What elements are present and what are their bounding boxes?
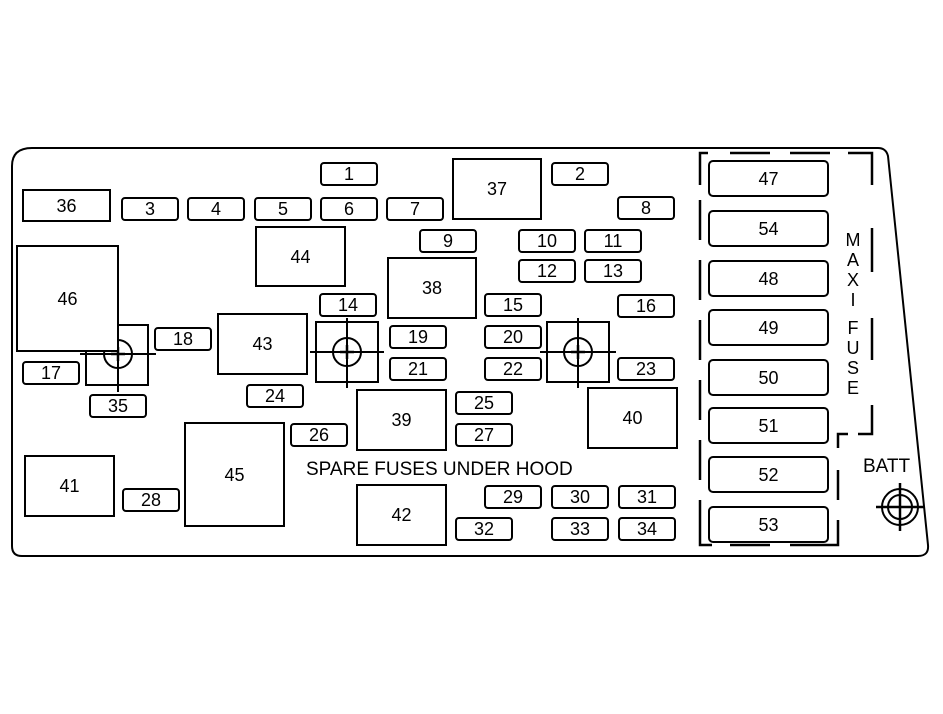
relay-46: 46 xyxy=(16,245,119,352)
fuse-35: 35 xyxy=(89,394,147,418)
fuse-12: 12 xyxy=(518,259,576,283)
maxi-fuse-52: 52 xyxy=(708,456,829,493)
fuse-9: 9 xyxy=(419,229,477,253)
fuse-27: 27 xyxy=(455,423,513,447)
fuse-19: 19 xyxy=(389,325,447,349)
fuse-14: 14 xyxy=(319,293,377,317)
fuse-21: 21 xyxy=(389,357,447,381)
maxi-fuse-48: 48 xyxy=(708,260,829,297)
fuse-11: 11 xyxy=(584,229,642,253)
fuse-20: 20 xyxy=(484,325,542,349)
relay-41: 41 xyxy=(24,455,115,517)
relay-socket-right xyxy=(546,321,610,383)
batt-label: BATT xyxy=(863,456,911,477)
fuse-10: 10 xyxy=(518,229,576,253)
relay-40: 40 xyxy=(587,387,678,449)
mounting-bolt-center xyxy=(310,318,384,388)
fuse-25: 25 xyxy=(455,391,513,415)
spare-fuses-label: SPARE FUSES UNDER HOOD xyxy=(306,459,573,480)
fuse-23: 23 xyxy=(617,357,675,381)
maxi-fuse-51: 51 xyxy=(708,407,829,444)
fuse-22: 22 xyxy=(484,357,542,381)
maxi-fuse-54: 54 xyxy=(708,210,829,247)
fuse-15: 15 xyxy=(484,293,542,317)
maxi-fuse-49: 49 xyxy=(708,309,829,346)
maxi-fuse-47: 47 xyxy=(708,160,829,197)
maxi-fuse-53: 53 xyxy=(708,506,829,543)
fuse-28: 28 xyxy=(122,488,180,512)
relay-42: 42 xyxy=(356,484,447,546)
fuse-26: 26 xyxy=(290,423,348,447)
mounting-bolt-right xyxy=(540,318,616,388)
relay-37: 37 xyxy=(452,158,542,220)
fuse-6: 6 xyxy=(320,197,378,221)
relay-socket-center xyxy=(315,321,379,383)
fuse-18: 18 xyxy=(154,327,212,351)
fuse-24: 24 xyxy=(246,384,304,408)
fuse-31: 31 xyxy=(618,485,676,509)
relay-45: 45 xyxy=(184,422,285,527)
relay-44: 44 xyxy=(255,226,346,287)
fuse-32: 32 xyxy=(455,517,513,541)
maxi-fuse-label: M A X I F U S E xyxy=(845,230,861,398)
maxi-fuse-bracket xyxy=(698,151,874,547)
fuse-8: 8 xyxy=(617,196,675,220)
fuse-30: 30 xyxy=(551,485,609,509)
fuse-33: 33 xyxy=(551,517,609,541)
fuse-1: 1 xyxy=(320,162,378,186)
fuse-7: 7 xyxy=(386,197,444,221)
relay-38: 38 xyxy=(387,257,477,319)
fuse-2: 2 xyxy=(551,162,609,186)
relay-36: 36 xyxy=(22,189,111,222)
fuse-5: 5 xyxy=(254,197,312,221)
fuse-13: 13 xyxy=(584,259,642,283)
battery-terminal-stud xyxy=(876,483,924,531)
fuse-4: 4 xyxy=(187,197,245,221)
fuse-16: 16 xyxy=(617,294,675,318)
fuse-29: 29 xyxy=(484,485,542,509)
fuse-3: 3 xyxy=(121,197,179,221)
relay-43: 43 xyxy=(217,313,308,375)
fuse-17: 17 xyxy=(22,361,80,385)
relay-39: 39 xyxy=(356,389,447,451)
maxi-fuse-50: 50 xyxy=(708,359,829,396)
fuse-34: 34 xyxy=(618,517,676,541)
